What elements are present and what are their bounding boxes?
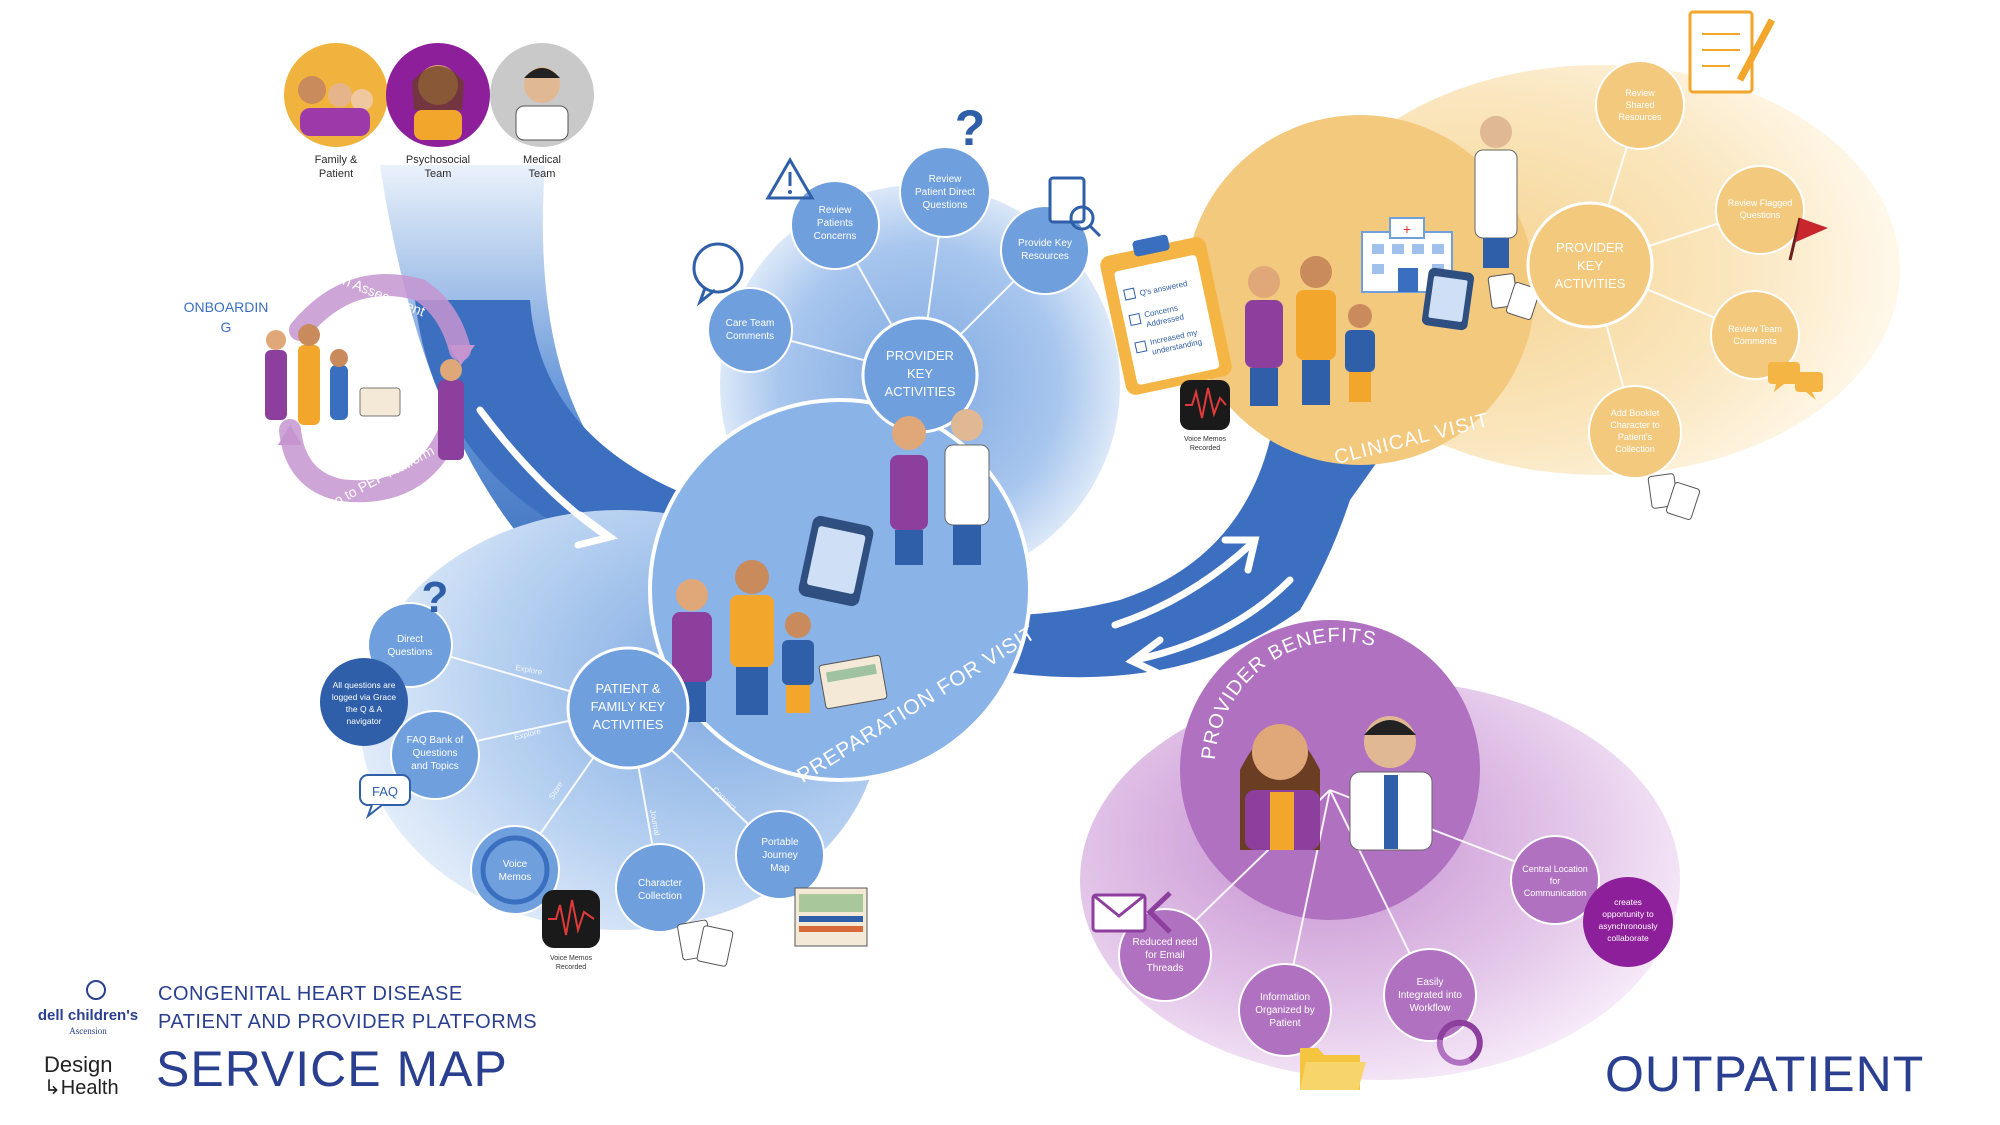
svg-text:Design: Design xyxy=(44,1052,112,1077)
faq-bubble-icon: FAQ xyxy=(359,774,411,819)
prep-provider-figures xyxy=(890,409,990,565)
voice-memos-ring xyxy=(480,835,550,905)
clinic-clipboard-icon: Q's answered Concerns Addressed Increase… xyxy=(1100,234,1232,395)
folder-icon xyxy=(1300,1048,1366,1090)
clinic-voice-memos-app-icon xyxy=(1180,380,1230,430)
care-team-comments-node[interactable] xyxy=(707,287,793,373)
clinic-doctor-figure xyxy=(1474,116,1518,268)
refresh-cycle-icon xyxy=(1436,1019,1483,1066)
flow-arrow-back-head xyxy=(1125,636,1166,679)
review-concerns-node[interactable] xyxy=(790,180,880,270)
review-questions-node[interactable] xyxy=(899,146,991,238)
red-flag-icon xyxy=(1788,217,1828,261)
character-collection-node[interactable] xyxy=(615,843,705,933)
svg-text:Ascension: Ascension xyxy=(69,1026,107,1036)
checklist-pencil-icon xyxy=(1688,10,1776,94)
clinical-cards-icon xyxy=(1647,473,1701,520)
review-shared-resources-node[interactable] xyxy=(1595,60,1685,150)
prep-tablet-icon xyxy=(798,515,874,607)
review-flagged-questions-node[interactable] xyxy=(1715,165,1805,255)
svg-text:FAQ: FAQ xyxy=(372,784,398,799)
character-cards-icon xyxy=(677,919,734,967)
grace-note-bubble xyxy=(320,658,408,746)
faq-bank-node[interactable] xyxy=(390,710,480,800)
onboarding-arrow-down xyxy=(448,345,475,365)
service-map-title: SERVICE MAP xyxy=(156,1041,508,1097)
voice-memos-app-icon xyxy=(542,890,600,948)
footer-subtitle-line2: PATIENT AND PROVIDER PLATFORMS xyxy=(158,1011,538,1033)
onboarding-arrow-up xyxy=(278,425,302,445)
benefits-characters xyxy=(1240,716,1433,851)
question-mark-small-icon: ? xyxy=(422,573,449,622)
document-search-icon xyxy=(1048,176,1102,238)
provide-resources-node[interactable] xyxy=(1000,205,1090,295)
orange-chat-bubbles-icon xyxy=(1768,362,1823,400)
dell-childrens-logo: dell children's Ascension xyxy=(38,980,138,1036)
add-booklet-character-node[interactable] xyxy=(1588,385,1682,479)
prep-journey-map-icon xyxy=(818,654,888,710)
outpatient-title: OUTPATIENT xyxy=(1605,1046,1925,1102)
asynchronous-note-bubble xyxy=(1583,877,1673,967)
svg-text:dell children's: dell children's xyxy=(38,1007,138,1024)
svg-text:↳Health: ↳Health xyxy=(44,1077,119,1099)
clinic-tablet-icon xyxy=(1421,267,1475,331)
clinical-provider-hub[interactable] xyxy=(1526,201,1654,329)
onboarding-family-figures xyxy=(265,324,464,460)
email-envelope-icon xyxy=(1091,891,1172,934)
speech-bubble-icon xyxy=(692,242,744,307)
information-organized-node[interactable] xyxy=(1238,963,1332,1057)
journey-map-thumbnail-icon xyxy=(794,887,868,947)
flow-arrow-back xyxy=(1131,576,1294,664)
footer-subtitle-line1: CONGENITAL HEART DISEASE xyxy=(158,983,463,1005)
onboarding-loop-bottom xyxy=(279,419,461,503)
svg-text:+: + xyxy=(1403,221,1411,237)
benefits-circle xyxy=(1180,620,1480,920)
question-mark-icon: ? xyxy=(955,100,986,156)
onboarding-loop-top xyxy=(289,274,471,361)
easily-integrated-node[interactable] xyxy=(1383,948,1477,1042)
family-activities-hub[interactable] xyxy=(566,646,690,770)
review-team-comments-node[interactable] xyxy=(1710,290,1800,380)
prep-family-figures xyxy=(672,560,814,722)
flow-arrow-to-clinic xyxy=(1111,541,1254,629)
portable-journey-map-node[interactable] xyxy=(735,810,825,900)
clinic-family-figures xyxy=(1245,256,1375,406)
flow-arrow-to-clinic-head xyxy=(1221,536,1260,574)
design-for-health-logo: Design ↳Health xyxy=(44,1052,119,1099)
flow-arrow-into-prep-head xyxy=(574,511,619,549)
clinic-cards-icon xyxy=(1487,273,1541,320)
warning-triangle-icon xyxy=(765,157,815,200)
role-avatar-faces xyxy=(298,65,569,141)
role-family-label: Family &Patient xyxy=(315,154,358,180)
journey-band xyxy=(415,300,1400,678)
central-location-node[interactable] xyxy=(1510,835,1600,925)
